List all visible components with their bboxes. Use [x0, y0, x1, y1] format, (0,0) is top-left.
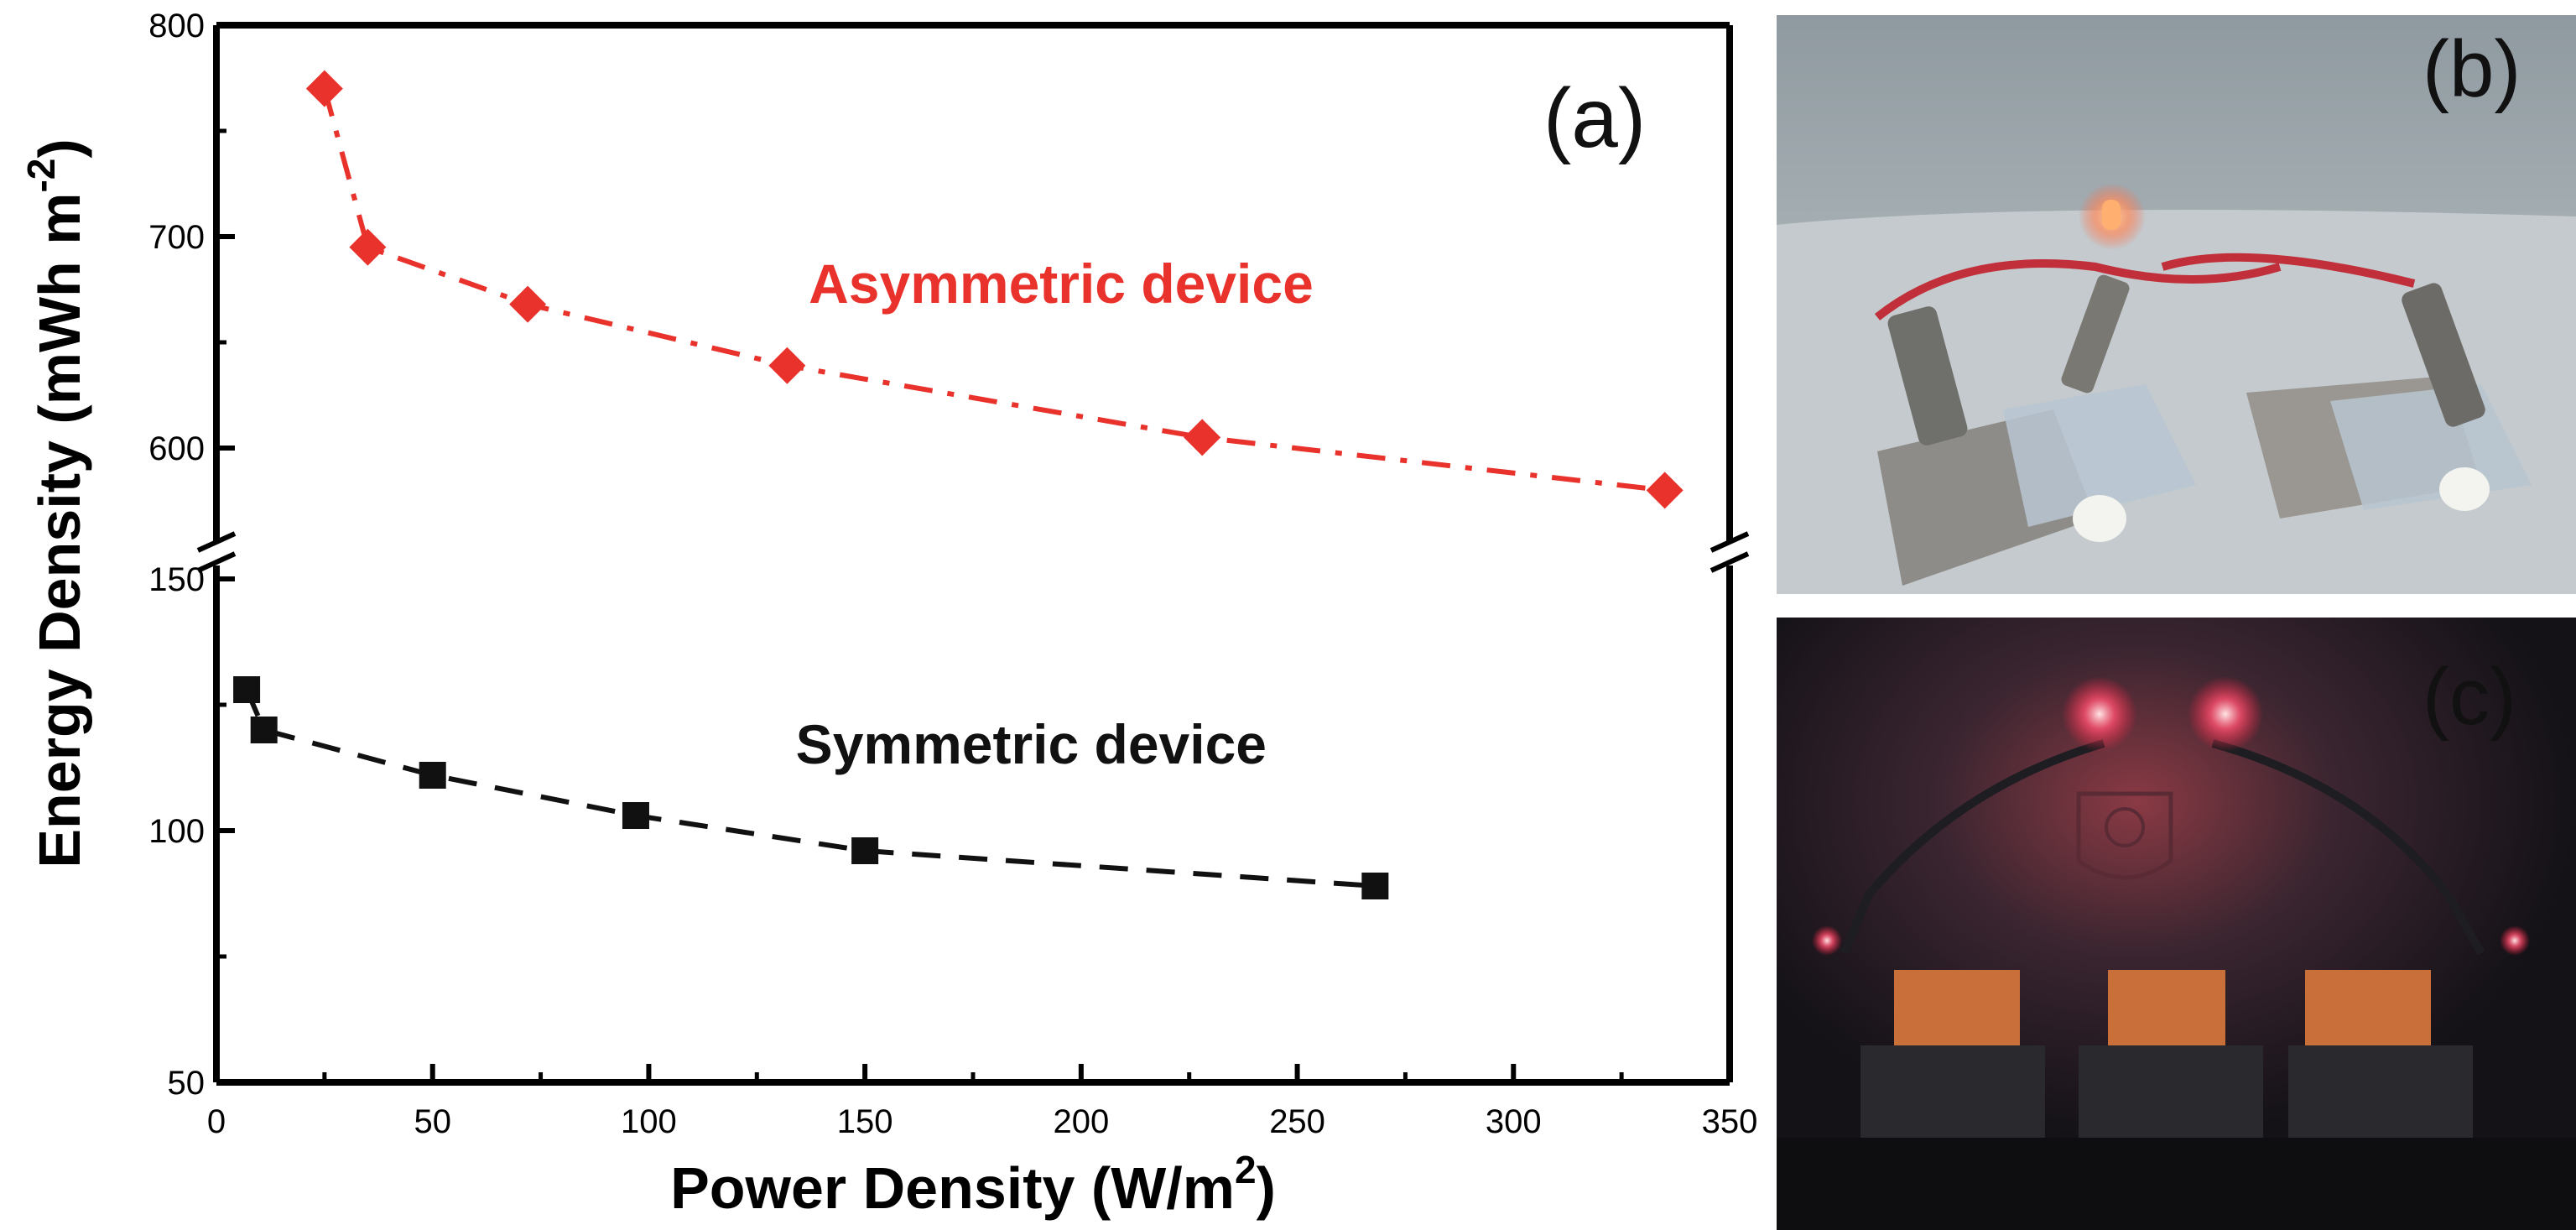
- x-tick-label: 250: [1269, 1103, 1325, 1140]
- panel-a-label: (a): [1543, 71, 1646, 165]
- axis-break-mark-right-1: [1710, 531, 1750, 553]
- chart-axes: [196, 22, 1750, 1086]
- x-tick-label: 50: [414, 1103, 451, 1140]
- data-point-square: [233, 676, 261, 703]
- data-point-diamond: [1646, 472, 1684, 509]
- photo-c-label: (c): [2422, 652, 2516, 742]
- x-tick-label: 0: [207, 1103, 226, 1140]
- data-point-diamond: [1184, 419, 1221, 456]
- data-point-diamond: [509, 285, 547, 323]
- axis-break-mark-left-2: [196, 551, 237, 573]
- data-point-square: [851, 837, 879, 864]
- data-point-diamond: [768, 347, 806, 384]
- x-tick-label: 100: [621, 1103, 677, 1140]
- x-tick-label: 300: [1486, 1103, 1542, 1140]
- axis-break-mark-left-1: [196, 531, 237, 553]
- chart-series: [233, 70, 1684, 899]
- y-axis-label: Energy Density (mWh m-2): [19, 138, 92, 868]
- photo-b-image: [1777, 15, 2576, 594]
- data-point-diamond: [305, 70, 343, 107]
- data-point-square: [622, 802, 649, 829]
- y-tick-lower-label: 150: [148, 561, 205, 598]
- data-point-square: [250, 717, 278, 743]
- y-tick-upper-label: 600: [148, 430, 205, 467]
- symmetric-device-label: Symmetric device: [796, 713, 1267, 775]
- x-axis-label: Power Density (W/m2): [670, 1148, 1276, 1221]
- x-tick-label: 350: [1702, 1103, 1758, 1140]
- data-point-square: [419, 762, 446, 789]
- y-tick-upper-label: 800: [148, 8, 205, 44]
- y-tick-lower-label: 50: [168, 1065, 206, 1102]
- y-tick-lower-label: 100: [148, 813, 205, 850]
- photo-b-label: (b): [2422, 24, 2521, 114]
- data-point-diamond: [349, 228, 387, 266]
- y-tick-upper-label: 700: [148, 219, 205, 256]
- series-line-0: [321, 87, 1666, 493]
- photo-c-led-demo-dark: (c): [1777, 618, 2576, 1230]
- x-tick-label: 150: [837, 1103, 893, 1140]
- data-point-square: [1361, 873, 1389, 899]
- photo-c-image: [1777, 618, 2576, 1230]
- axis-break-mark-right-2: [1710, 551, 1750, 573]
- x-tick-label: 200: [1053, 1103, 1109, 1140]
- photo-b-led-demo-daylight: (b): [1777, 15, 2576, 594]
- asymmetric-device-label: Asymmetric device: [809, 253, 1314, 315]
